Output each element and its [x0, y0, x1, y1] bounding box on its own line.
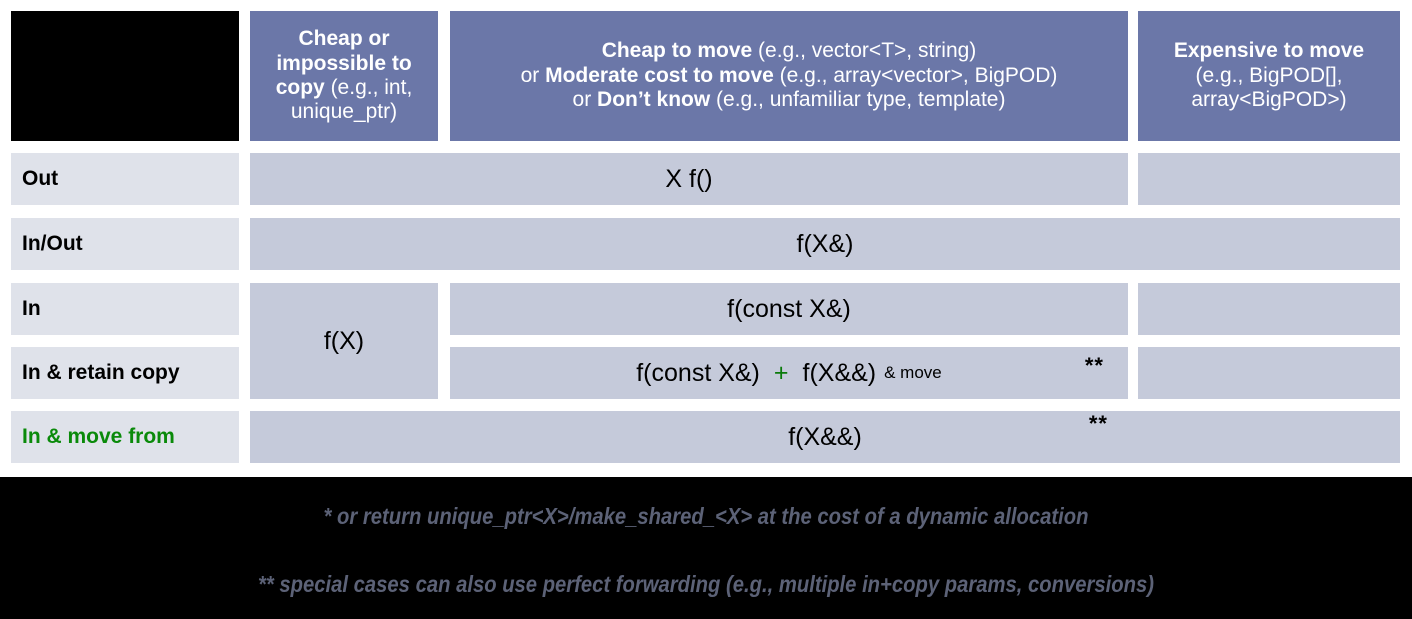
- hdr1-line4: unique_ptr): [290, 100, 398, 124]
- cell-in-expensive-empty: [1138, 283, 1400, 335]
- hdr3-line3: array<BigPOD>): [1191, 88, 1347, 112]
- footnotes-area: * or return unique_ptr<X>/make_shared_<X…: [0, 477, 1412, 619]
- cell-retain-copy-plus: +: [773, 358, 789, 387]
- hdr2-line3-rest: (e.g., unfamiliar type, template): [710, 88, 1006, 112]
- hdr1-line3-bold: copy: [275, 76, 325, 99]
- footnote-double-star: ** special cases can also use perfect fo…: [258, 571, 1154, 597]
- hdr2-line1-bold: Cheap to move: [601, 39, 753, 63]
- row-label-in-out: In/Out: [11, 218, 239, 270]
- header-expensive-to-move: Expensive to move (e.g., BigPOD[], array…: [1138, 11, 1400, 141]
- hdr3-line1: Expensive to move: [1173, 39, 1365, 63]
- header-cheap-or-impossible-to-copy: Cheap or impossible to copy (e.g., int, …: [250, 11, 438, 141]
- cell-out-main: X f(): [250, 153, 1128, 205]
- hdr1-line3-rest: (e.g., int,: [324, 76, 413, 99]
- row-label-in-move-from: In & move from: [11, 411, 239, 463]
- header-cheap-to-move: Cheap to move (e.g., vector<T>, string) …: [450, 11, 1128, 141]
- cell-move-from-main: f(X&&) **: [250, 411, 1400, 463]
- cell-retain-copy-expensive-empty: [1138, 347, 1400, 399]
- hdr1-line2: impossible to: [276, 51, 412, 75]
- row-label-in-text: In: [22, 296, 41, 320]
- row-label-in-retain-copy: In & retain copy: [11, 347, 239, 399]
- hdr2-line2-rest: (e.g., array<vector>, BigPOD): [773, 63, 1058, 87]
- cell-in-out-main-text: f(X&): [796, 229, 854, 258]
- cell-in-main-text: f(const X&): [727, 294, 851, 323]
- hdr2-line2-pre: or: [520, 63, 546, 87]
- hdr2-line3-pre: or: [572, 88, 598, 112]
- cell-out-main-text: X f(): [665, 164, 713, 193]
- row-label-in: In: [11, 283, 239, 335]
- parameter-passing-table: Cheap or impossible to copy (e.g., int, …: [0, 0, 1412, 477]
- cell-move-from-text: f(X&&): [788, 422, 862, 451]
- hdr2-line3-bold: Don’t know: [597, 88, 711, 112]
- row-label-in-move-from-text: In & move from: [22, 424, 175, 448]
- row-label-out-text: Out: [22, 166, 59, 190]
- cell-retain-copy-part2: f(X&&): [802, 358, 877, 387]
- hdr1-line1: Cheap or: [298, 27, 390, 51]
- row-label-out: Out: [11, 153, 239, 205]
- cell-retain-copy-move-note: & move: [884, 363, 942, 383]
- cell-in-cheap-copy: f(X): [250, 283, 438, 399]
- cell-out-expensive-empty: [1138, 153, 1400, 205]
- cell-retain-copy-main: f(const X&) + f(X&&) & move **: [450, 347, 1128, 399]
- cell-in-main: f(const X&): [450, 283, 1128, 335]
- cell-move-from-footnote-marker: **: [1088, 411, 1108, 436]
- table-corner-cell: [11, 11, 239, 141]
- footnote-single-star: * or return unique_ptr<X>/make_shared_<X…: [323, 503, 1089, 529]
- row-label-in-retain-copy-text: In & retain copy: [22, 360, 180, 384]
- cell-retain-copy-footnote-marker: **: [1084, 353, 1104, 378]
- cell-retain-copy-part1: f(const X&): [636, 358, 760, 387]
- hdr2-line1-rest: (e.g., vector<T>, string): [752, 39, 977, 63]
- hdr2-line2-bold: Moderate cost to move: [545, 63, 774, 87]
- cell-in-out-main: f(X&): [250, 218, 1400, 270]
- cell-in-cheap-copy-text: f(X): [323, 326, 365, 355]
- row-label-in-out-text: In/Out: [22, 231, 83, 255]
- hdr3-line2: (e.g., BigPOD[],: [1195, 63, 1343, 87]
